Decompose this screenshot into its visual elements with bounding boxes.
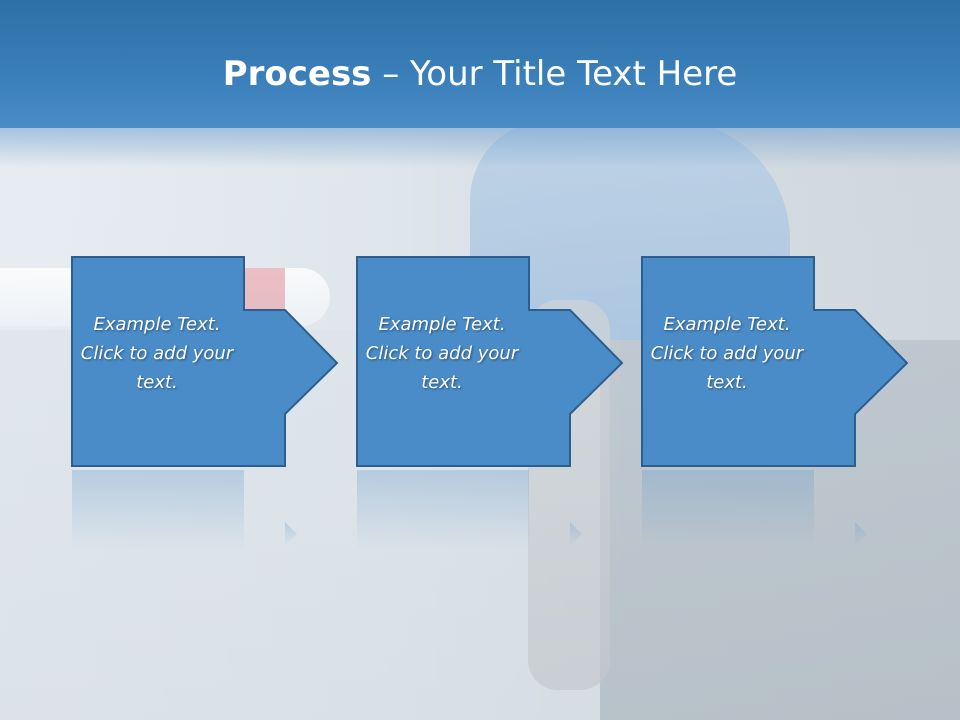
process-step-2[interactable]: Example Text. Click to add your text.: [356, 256, 626, 468]
title-bar-fade: [0, 128, 960, 168]
process-step-1[interactable]: Example Text. Click to add your text.: [71, 256, 341, 468]
arrow-box-shape: [356, 256, 624, 467]
step-reflection: [356, 470, 626, 550]
step-text: Example Text. Click to add your text.: [650, 314, 804, 393]
title-bold: Process: [222, 54, 372, 94]
step-reflection: [71, 470, 341, 550]
title-rest: – Your Title Text Here: [371, 54, 738, 94]
arrow-box-shape: [641, 256, 909, 467]
step-reflection: [641, 470, 911, 550]
title-bar: [0, 0, 960, 128]
step-text: Example Text. Click to add your text.: [80, 314, 234, 393]
step-text: Example Text. Click to add your text.: [365, 314, 519, 393]
arrow-box-shape: [71, 256, 339, 467]
process-step-3[interactable]: Example Text. Click to add your text.: [641, 256, 911, 468]
slide-title[interactable]: Process – Your Title Text Here: [0, 52, 960, 96]
